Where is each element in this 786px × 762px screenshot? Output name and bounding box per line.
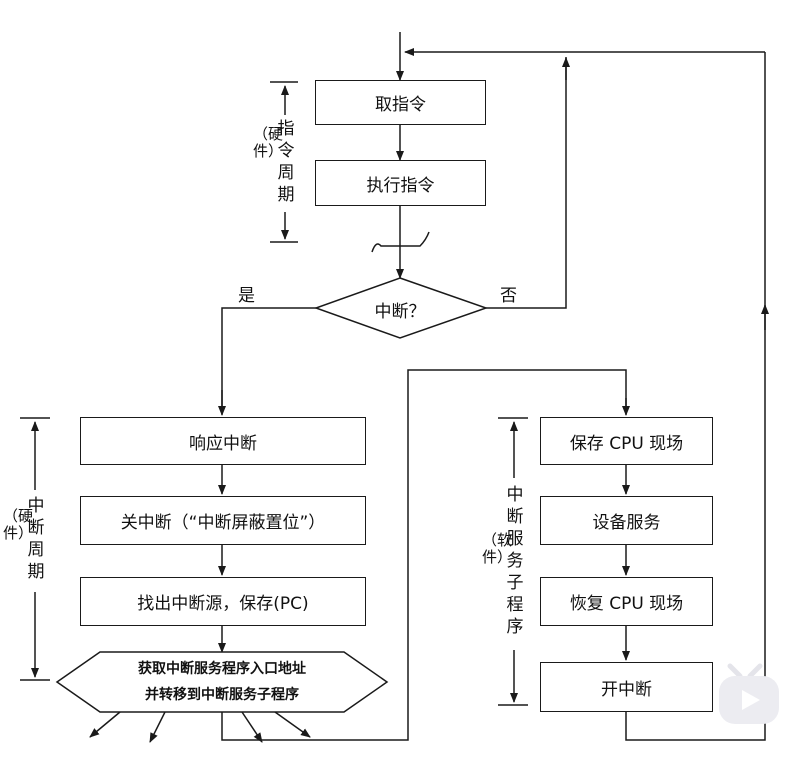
save-cpu-context-box: 保存 CPU 现场 [540, 417, 713, 465]
respond-interrupt-box: 响应中断 [80, 417, 366, 465]
instruction-cycle-type: （硬件） [253, 125, 284, 160]
decision-question: 中断？ [374, 302, 426, 322]
hexagon-line-2: 并转移到中断服务子程序 [145, 687, 299, 703]
instruction-cycle-label: 指令周期 [277, 119, 295, 205]
execute-instruction-box: 执行指令 [315, 160, 486, 206]
hexagon-line-1: 获取中断服务程序入口地址 [138, 661, 306, 677]
execute-instruction-label: 执行指令 [366, 175, 435, 196]
device-service-box: 设备服务 [540, 496, 713, 545]
enable-interrupt-box: 开中断 [540, 662, 713, 712]
service-routine-type: （软件） [482, 531, 513, 566]
restore-cpu-context-label: 恢复 CPU 现场 [569, 594, 684, 614]
service-routine-label: 中断服务子程序 [506, 485, 524, 637]
enable-interrupt-label: 开中断 [601, 679, 652, 700]
fetch-instruction-label: 取指令 [375, 95, 426, 115]
play-logo-icon [719, 663, 779, 724]
device-service-label: 设备服务 [592, 513, 661, 533]
interrupt-cycle-type: （硬件） [3, 507, 34, 542]
fetch-instruction-box: 取指令 [315, 80, 486, 125]
disable-interrupt-box: 关中断（“中断屏蔽置位”） [80, 496, 366, 545]
restore-cpu-context-box: 恢复 CPU 现场 [540, 577, 713, 626]
find-source-label: 找出中断源，保存(PC) [137, 594, 309, 614]
save-cpu-context-label: 保存 CPU 现场 [569, 433, 684, 454]
decision-no-label: 否 [500, 286, 517, 306]
find-source-box: 找出中断源，保存(PC) [80, 577, 366, 626]
interrupt-cycle-label: 中断周期 [27, 496, 45, 582]
respond-interrupt-label: 响应中断 [189, 433, 257, 454]
disable-interrupt-label: 关中断（“中断屏蔽置位”） [120, 513, 326, 533]
decision-yes-label: 是 [238, 286, 255, 306]
